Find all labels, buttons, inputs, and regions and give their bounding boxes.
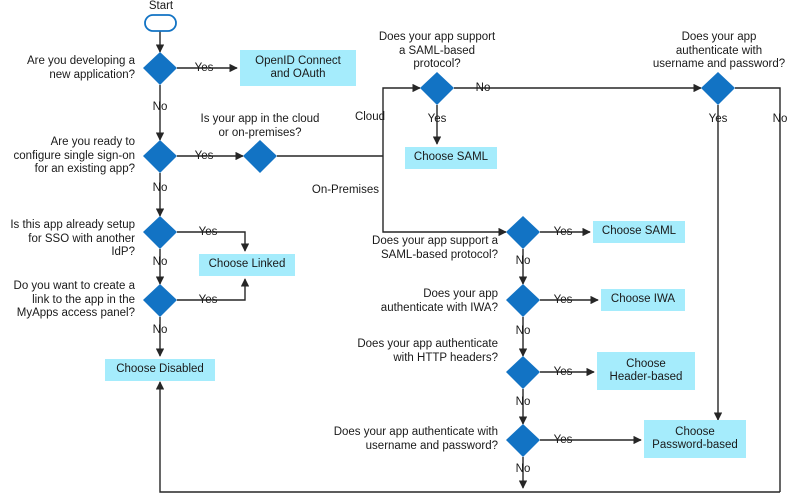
decision-label-d11: Does your app authenticate with username…: [333, 426, 498, 452]
decision-d5[interactable]: [243, 140, 277, 173]
edge-label-d10-yes: Yes: [553, 366, 573, 378]
edge-label-d11-no: No: [515, 463, 531, 475]
result-box-r8[interactable]: Choose Password-based: [644, 420, 746, 458]
result-box-r2[interactable]: Choose Linked: [199, 254, 295, 276]
edge-d5-cloud: [382, 83, 421, 156]
edge-label-d7-yes: Yes: [708, 113, 728, 125]
result-box-r4[interactable]: Choose SAML: [405, 147, 497, 169]
edge-label-d4-no: No: [152, 324, 168, 336]
result-box-r5[interactable]: Choose SAML: [593, 221, 685, 243]
result-box-r7[interactable]: Choose Header-based: [597, 352, 695, 390]
decision-label-d2: Are you ready to configure single sign-o…: [13, 136, 135, 175]
edge-label-d2-no: No: [152, 182, 168, 194]
edge-label-d5-cloud: Cloud: [354, 111, 385, 123]
decision-d6[interactable]: [420, 72, 454, 105]
decision-label-d8: Does your app support a SAML-based proto…: [372, 235, 498, 261]
decision-label-d6: Does your app support a SAML-based proto…: [378, 31, 496, 70]
decision-diamonds: [143, 52, 735, 457]
decision-label-d9: Does your app authenticate with IWA?: [380, 288, 498, 314]
edge-label-d1-yes: Yes: [194, 62, 214, 74]
edge-label-d8-no: No: [515, 255, 531, 267]
edge-label-d11-yes: Yes: [553, 434, 573, 446]
start-terminator: [144, 14, 177, 32]
edge-label-d6-no: No: [475, 82, 491, 94]
decision-d1[interactable]: [143, 52, 177, 85]
result-box-r1[interactable]: OpenID Connect and OAuth: [240, 50, 356, 86]
decision-d11[interactable]: [506, 424, 540, 457]
decision-label-d7: Does your app authenticate with username…: [652, 31, 786, 70]
edge-d4-yes: [177, 278, 250, 301]
edge-label-d5-onprem: On-Premises: [311, 184, 379, 196]
edge-bottom-return: [155, 381, 780, 493]
edge-label-d6-yes: Yes: [427, 113, 447, 125]
edge-label-d9-no: No: [515, 325, 531, 337]
edge-label-d9-yes: Yes: [553, 294, 573, 306]
decision-label-d3: Is this app already setup for SSO with a…: [10, 219, 135, 258]
decision-label-d1: Are you developing a new application?: [26, 55, 135, 81]
connector-lines: [155, 31, 781, 493]
edge-label-d8-yes: Yes: [553, 226, 573, 238]
decision-d9[interactable]: [506, 284, 540, 317]
edge-d5-onprem: [382, 156, 507, 237]
start-label: Start: [148, 0, 174, 12]
decision-d4[interactable]: [143, 284, 177, 317]
edge-label-d7-no: No: [772, 113, 788, 125]
decision-label-d10: Does your app authenticate with HTTP hea…: [357, 338, 498, 364]
edge-d3-yes: [177, 231, 250, 252]
edge-label-d3-yes: Yes: [198, 226, 218, 238]
edge-label-d10-no: No: [515, 396, 531, 408]
decision-d10[interactable]: [506, 356, 540, 389]
edge-d7-no: [735, 87, 781, 492]
decision-label-d4: Do you want to create a link to the app …: [13, 280, 135, 319]
edge-label-d4-yes: Yes: [198, 294, 218, 306]
edge-label-d1-no: No: [152, 101, 168, 113]
result-box-r3[interactable]: Choose Disabled: [105, 359, 215, 381]
decision-label-d5: Is your app in the cloud or on-premises?: [200, 113, 320, 139]
result-box-r6[interactable]: Choose IWA: [601, 289, 685, 311]
edge-label-d3-no: No: [152, 256, 168, 268]
edge-label-d2-yes: Yes: [194, 150, 214, 162]
decision-d8[interactable]: [506, 216, 540, 249]
decision-d3[interactable]: [143, 216, 177, 249]
decision-d2[interactable]: [143, 140, 177, 173]
decision-d7[interactable]: [701, 72, 735, 105]
